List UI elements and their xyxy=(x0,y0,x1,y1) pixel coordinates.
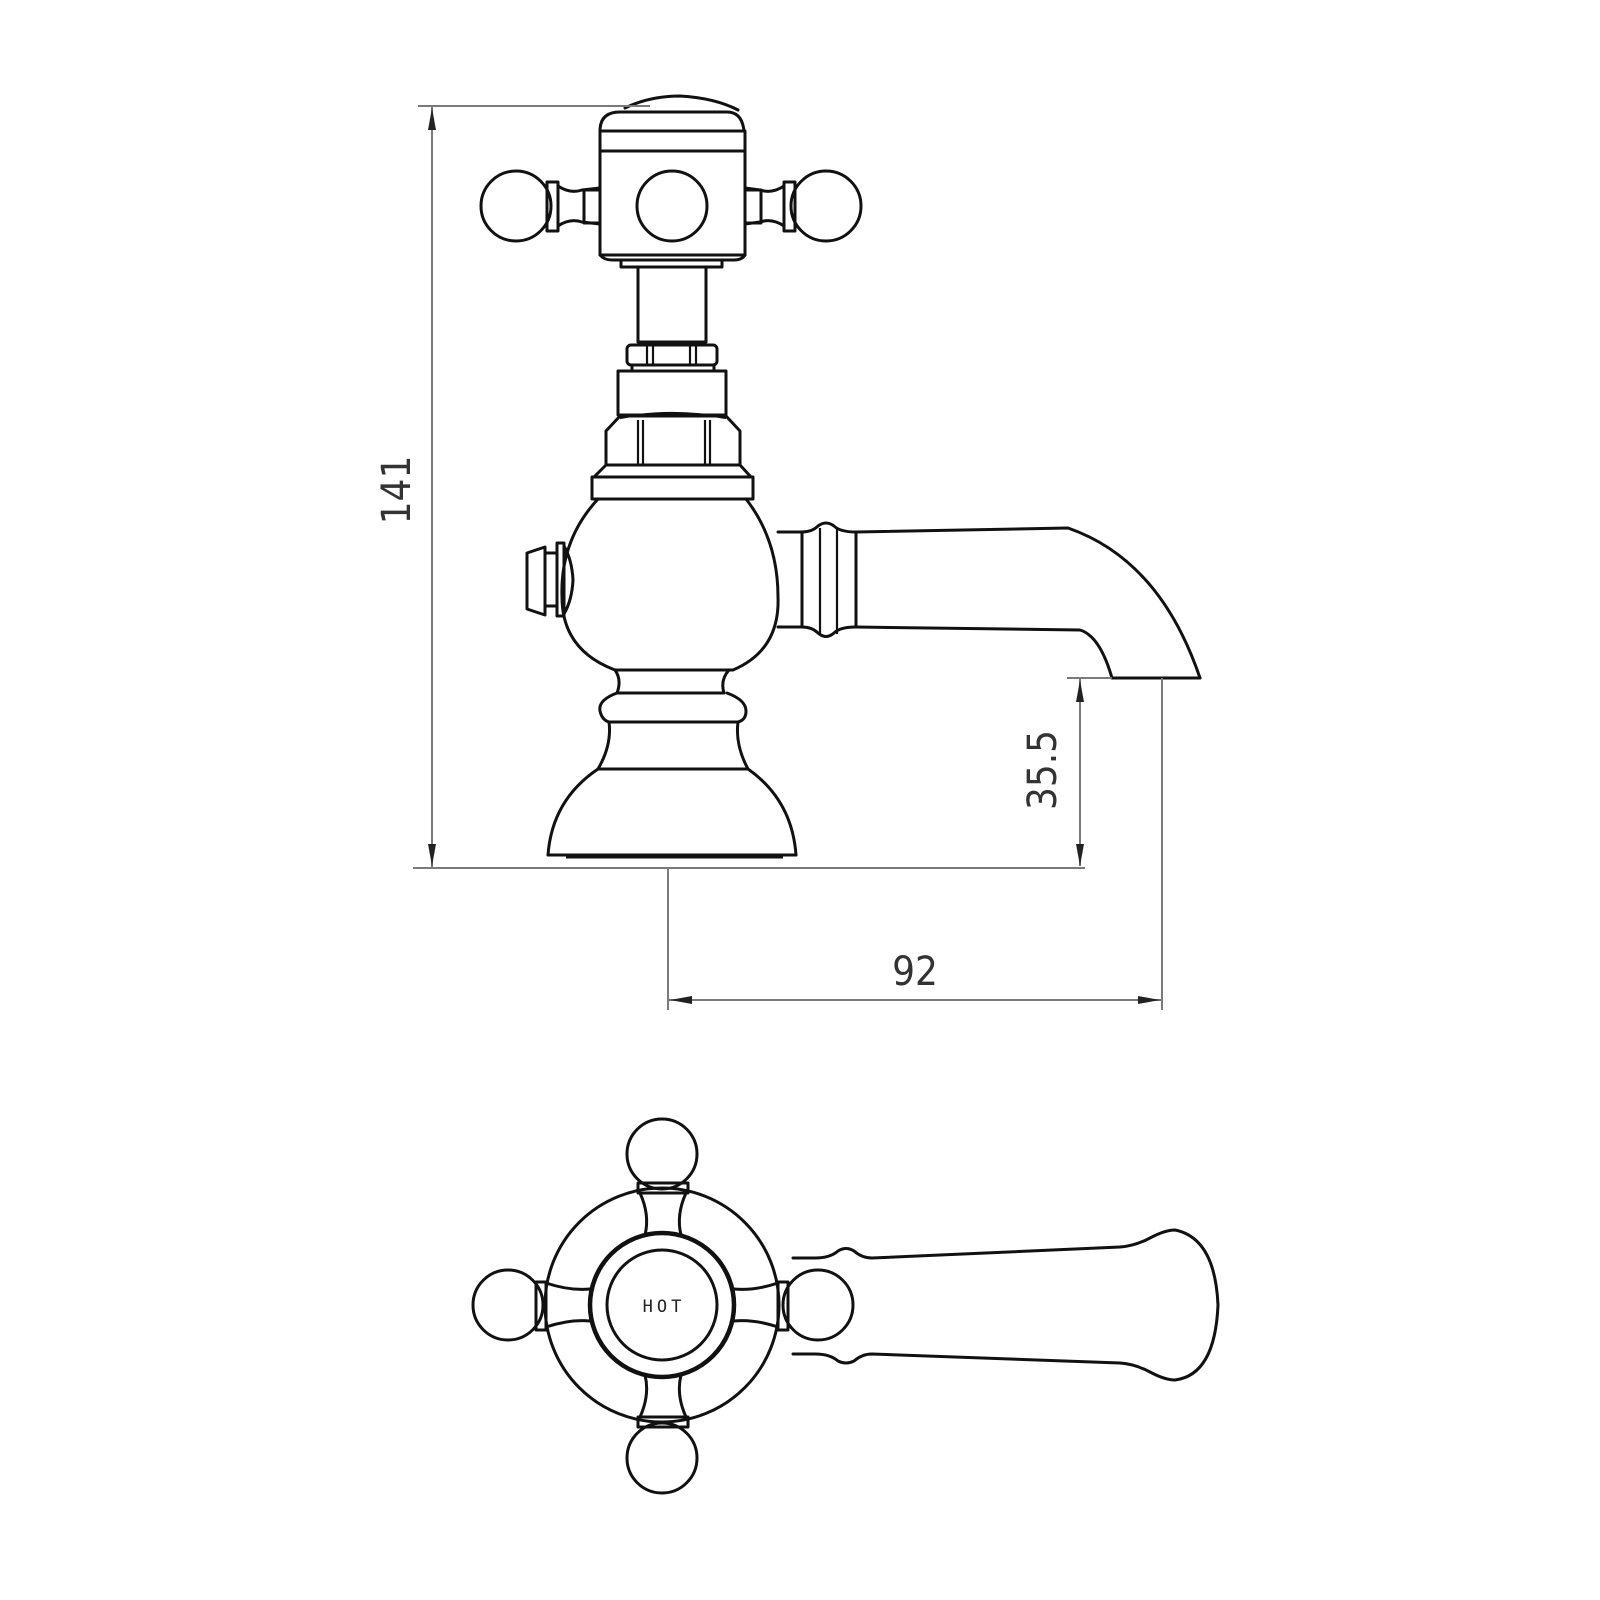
cross-arms-plan xyxy=(471,1117,855,1495)
crosshead-handle xyxy=(479,94,863,269)
side-elevation-view xyxy=(479,94,1202,859)
spindle xyxy=(590,265,755,501)
right-handle-arm xyxy=(743,169,863,243)
left-handle-arm xyxy=(479,169,602,243)
dimension-141-label: 141 xyxy=(374,456,420,525)
dimension-35-5: 35.5 xyxy=(1020,677,1112,866)
hot-indice-label: HOT xyxy=(643,1297,686,1317)
plan-view: HOT xyxy=(471,1117,1220,1495)
dimension-92-label: 92 xyxy=(892,949,938,995)
index-inner-disc xyxy=(605,1248,719,1362)
dimension-141: 141 xyxy=(374,105,1085,869)
spout-plan xyxy=(791,1228,1220,1382)
dimension-92: 92 xyxy=(667,678,1163,1010)
dimension-35-5-label: 35.5 xyxy=(1020,730,1066,810)
tap-base xyxy=(546,668,798,859)
side-cap xyxy=(525,541,575,618)
index-outer-ring xyxy=(587,1230,737,1380)
spout xyxy=(776,521,1202,680)
tap-body xyxy=(525,497,780,672)
